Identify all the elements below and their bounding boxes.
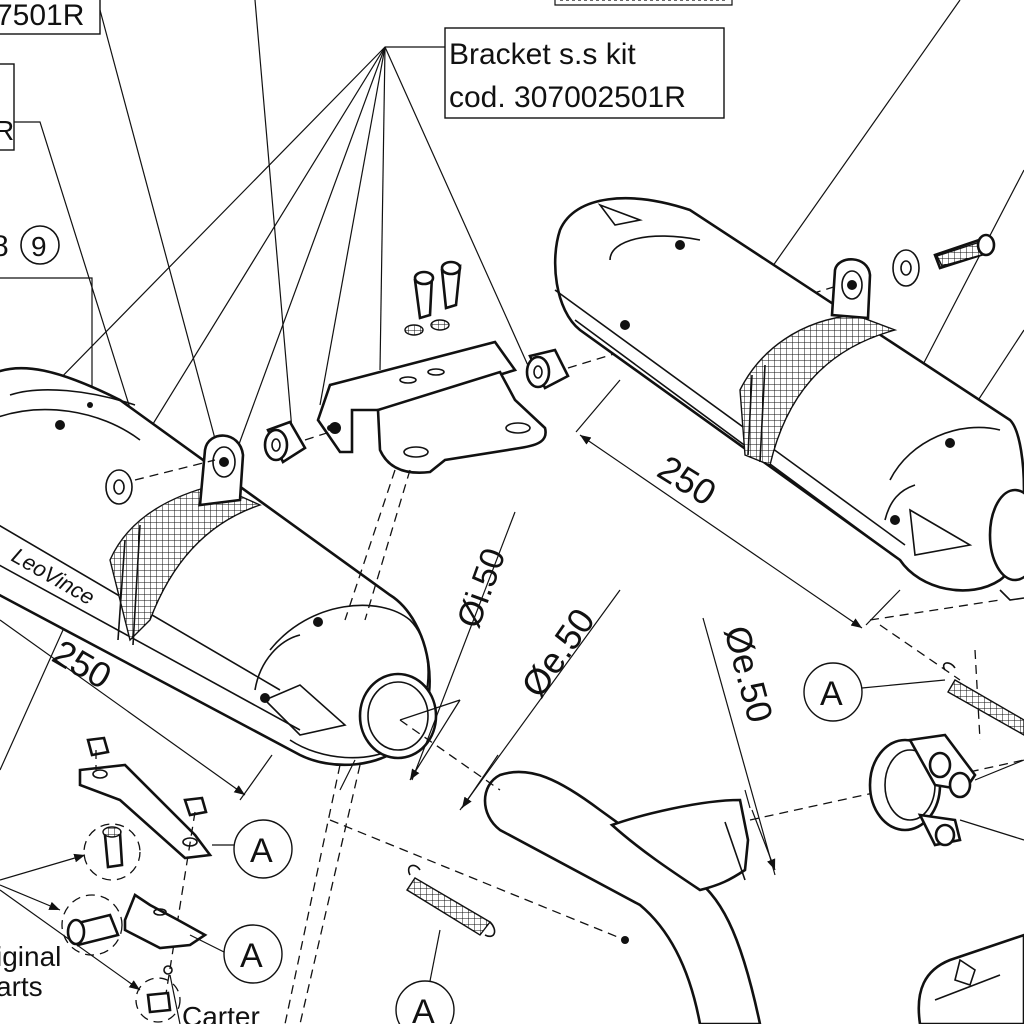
part-code-top-left: 7501R <box>0 0 84 32</box>
partial-box-top <box>554 0 733 6</box>
left-spacer <box>263 420 307 464</box>
link-pipe <box>483 770 762 1024</box>
detail-mark-a2: A <box>212 819 293 879</box>
bottom-nut <box>135 965 181 1023</box>
part-code-box-top-left: 7501R <box>0 0 101 35</box>
original-arrow-2 <box>0 884 61 911</box>
left-muffler <box>0 366 438 767</box>
right-washer-bolt <box>892 233 996 287</box>
callout-9: 9 <box>20 225 60 265</box>
svg-text:9: 9 <box>31 231 47 262</box>
svg-text:8: 8 <box>0 230 9 263</box>
svg-text:Øe.50: Øe.50 <box>716 621 781 726</box>
original-parts-label-2: arts <box>0 971 43 1002</box>
left-washer <box>105 469 133 505</box>
svg-text:A: A <box>412 993 435 1024</box>
leader-callout-9 <box>0 277 93 405</box>
svg-text:250: 250 <box>651 447 724 514</box>
bottom-right-part <box>917 933 1024 1024</box>
left-hook <box>339 759 356 791</box>
small-bracket-bottom <box>123 893 208 950</box>
svg-text:Øe.50: Øe.50 <box>513 601 603 705</box>
right-spring-axis-2 <box>879 624 961 681</box>
svg-text:A: A <box>820 675 843 713</box>
carter-leader <box>169 974 181 1024</box>
original-part-bushing <box>61 894 123 956</box>
original-arrow-3 <box>0 889 141 991</box>
bracket-label-line2: cod. 307002501R <box>449 81 686 114</box>
detail-mark-a3: A <box>189 924 283 984</box>
bracket-label-line1: Bracket s.s kit <box>449 38 636 71</box>
left-mount-axis <box>134 459 216 481</box>
original-parts-label-1: iginal <box>0 941 61 972</box>
svg-text:A: A <box>240 937 263 975</box>
detail-mark-a1: A <box>803 662 946 722</box>
spring-right <box>942 662 1024 736</box>
part-code-box-left-edge: R <box>0 63 15 151</box>
bracket-guide-1 <box>364 469 411 621</box>
original-arrow-1 <box>0 853 86 881</box>
plate-axis-2 <box>164 811 196 1001</box>
svg-text:A: A <box>250 832 273 870</box>
bracket-guide-2 <box>344 469 396 621</box>
svg-text:Øi.50: Øi.50 <box>450 543 514 632</box>
left-mount-plate <box>78 736 213 860</box>
pipe-axis-1 <box>399 719 501 791</box>
bracket-bolts <box>404 260 462 336</box>
spring-center <box>406 864 496 938</box>
bracket-guide-4 <box>284 764 341 1024</box>
detail-mark-a4: A <box>395 929 455 1024</box>
part-code-left-edge: R <box>0 115 14 146</box>
exhaust-clamp <box>868 733 1024 847</box>
bracket-guide-3 <box>299 764 361 1024</box>
right-spacer <box>525 348 570 390</box>
bracket-kit-leaders <box>0 46 531 456</box>
callout-8: 8 <box>0 230 9 263</box>
carter-label: Carter <box>182 1001 260 1024</box>
original-part-bolt <box>83 823 141 881</box>
spring-axis <box>329 819 626 941</box>
bracket-kit-label: Bracket s.s kit cod. 307002501R <box>444 27 725 119</box>
center-bracket <box>316 340 547 474</box>
